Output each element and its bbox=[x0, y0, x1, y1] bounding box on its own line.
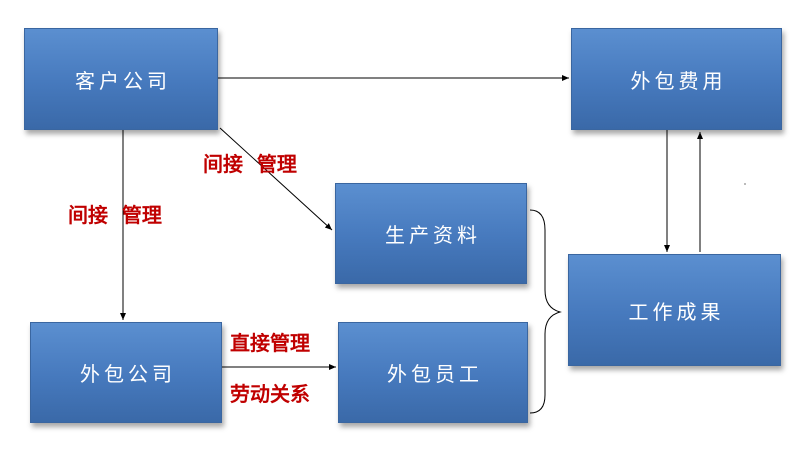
direct-management-label: 直接管理 bbox=[230, 331, 310, 355]
arrow-client-to-material bbox=[219, 127, 333, 231]
outsourcing-fee-box: 外包费用 bbox=[571, 28, 782, 130]
indirect-management-label-vertical: 间接 管理 bbox=[68, 203, 162, 227]
client-company-label: 客户公司 bbox=[75, 68, 171, 93]
outsourced-staff-box: 外包员工 bbox=[338, 322, 528, 423]
outsourcing-company-box: 外包公司 bbox=[30, 322, 222, 423]
work-result-box: 工作成果 bbox=[568, 254, 781, 366]
client-company-box: 客户公司 bbox=[24, 28, 218, 130]
outsourced-staff-label: 外包员工 bbox=[387, 362, 483, 386]
stray-dot bbox=[744, 183, 746, 185]
work-result-label: 工作成果 bbox=[628, 299, 725, 324]
labor-relation-label: 劳动关系 bbox=[230, 382, 310, 406]
indirect-management-label-diagonal: 间接 管理 bbox=[203, 152, 297, 176]
outsourcing-fee-label: 外包费用 bbox=[630, 68, 727, 93]
outsourcing-company-label: 外包公司 bbox=[80, 362, 176, 386]
production-material-box: 生产资料 bbox=[335, 183, 527, 284]
brace-to-result bbox=[529, 209, 562, 414]
production-material-label: 生产资料 bbox=[385, 223, 481, 247]
